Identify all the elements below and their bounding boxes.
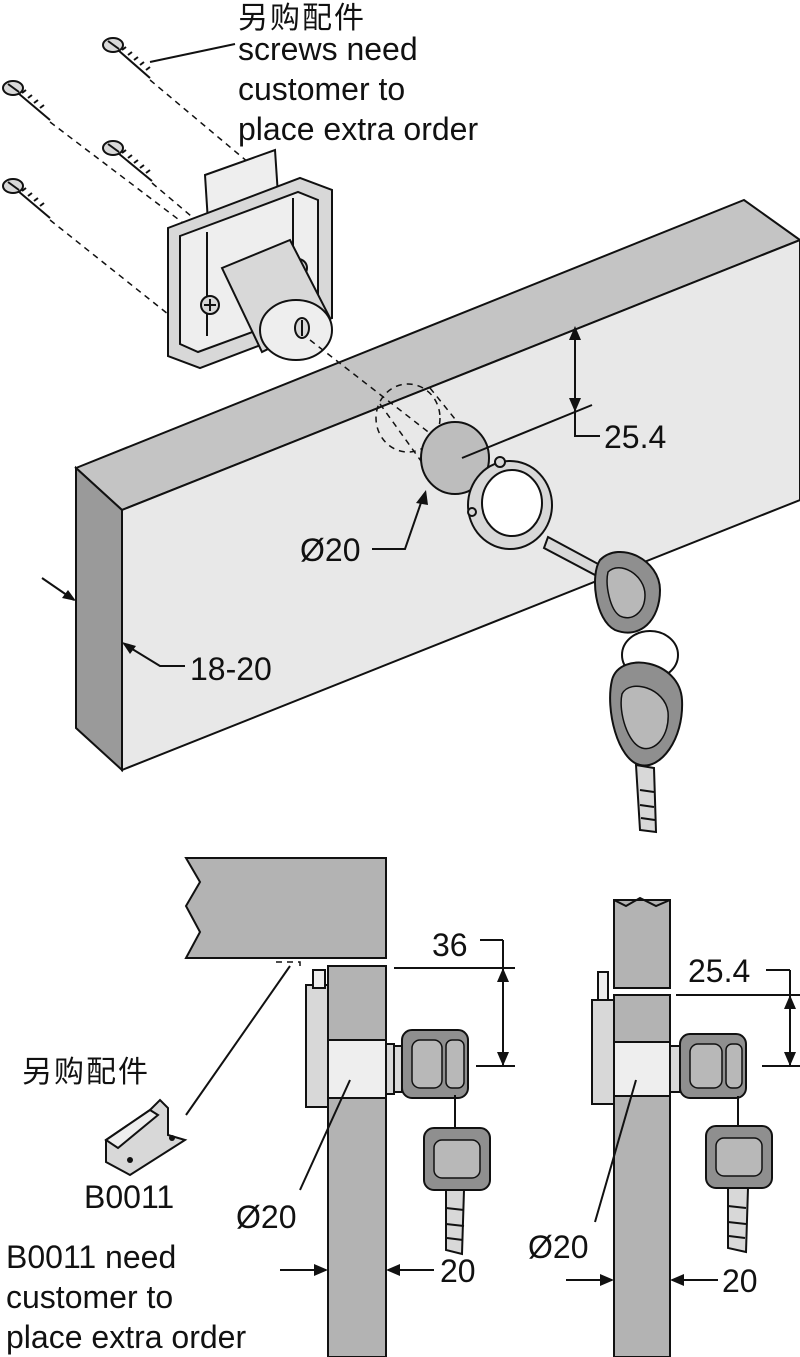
key-icon <box>609 661 684 834</box>
key-icon <box>393 1029 469 1099</box>
bracket-note-line2: customer to <box>6 1279 173 1315</box>
key-icon <box>423 1095 491 1256</box>
screws-note-line3: place extra order <box>238 111 478 147</box>
bracket-b0011-icon <box>104 1098 188 1177</box>
dimension-label-25-4: 25.4 <box>604 419 666 455</box>
lock-body <box>167 148 333 370</box>
section-view-left <box>184 857 515 1357</box>
escutcheon-ring <box>467 456 553 550</box>
extra-parts-label-cn: 另购配件 <box>238 2 366 35</box>
dimension-label-thickness-left: 20 <box>440 1253 476 1289</box>
screw-icon <box>102 140 153 182</box>
screw-guide-lines <box>49 79 256 323</box>
bracket-note-line1: B0011 need <box>6 1239 176 1275</box>
dimension-label-thickness: 18-20 <box>190 651 272 687</box>
screws-note-line1: screws need <box>238 31 418 67</box>
drilled-hole <box>375 383 490 495</box>
bracket-code-label: B0011 <box>84 1179 174 1215</box>
screw-icon <box>2 178 51 219</box>
dimension-label-25-4-right: 25.4 <box>688 953 750 989</box>
dimension-25-4-iso <box>461 326 600 459</box>
key-icon <box>705 1096 773 1254</box>
dimension-label-36: 36 <box>432 927 468 963</box>
dimension-label-diameter-left: Ø20 <box>236 1199 296 1235</box>
screw-icon <box>2 80 51 121</box>
section-view-right <box>566 896 800 1357</box>
dimension-hole-leader <box>372 490 428 550</box>
key-icon <box>542 535 662 634</box>
screws-note-line2: customer to <box>238 71 405 107</box>
dimension-thickness-iso <box>41 577 185 667</box>
dimension-label-hole-diameter: Ø20 <box>300 532 360 568</box>
screw-icon <box>102 37 151 79</box>
screws-note-leader <box>149 43 236 63</box>
dimension-label-diameter-right: Ø20 <box>528 1229 588 1265</box>
isometric-assembly-view <box>2 37 800 834</box>
key-icon <box>669 1033 747 1099</box>
bracket-note-line3: place extra order <box>6 1319 246 1355</box>
extra-parts-label-cn-bottom: 另购配件 <box>22 1056 150 1089</box>
dimension-label-thickness-right: 20 <box>722 1263 758 1299</box>
